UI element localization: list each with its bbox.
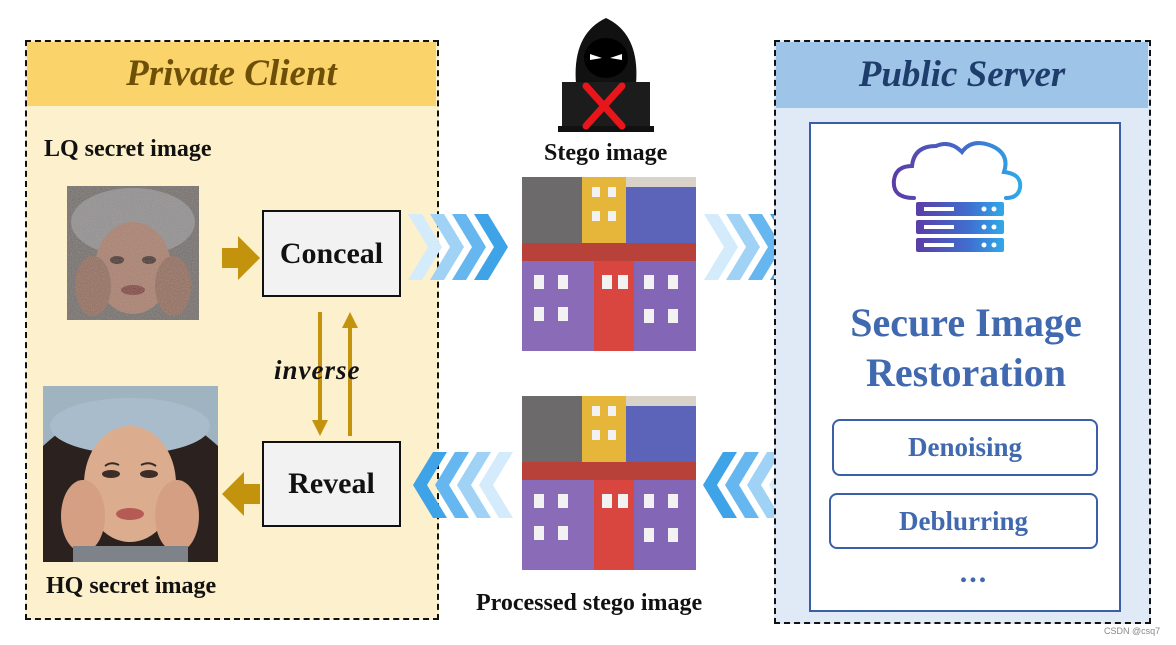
task-denoising: Denoising [832, 419, 1098, 476]
task-deblurring: Deblurring [829, 493, 1098, 549]
lq-secret-image-label: LQ secret image [44, 136, 212, 162]
processed-stego-image [522, 396, 696, 570]
arrow-to-conceal-icon [222, 236, 260, 280]
chevrons-processed-to-client-icon [413, 452, 513, 518]
stego-image [522, 177, 696, 351]
more-tasks-ellipsis: ... [959, 556, 989, 589]
conceal-box: Conceal [262, 210, 401, 297]
inverse-label: inverse [274, 355, 361, 385]
lq-secret-image [67, 186, 199, 320]
secure-image-restoration-title: Secure Image Restoration [816, 298, 1116, 398]
server-header: Public Server [776, 42, 1148, 108]
cloud-server-icon [891, 141, 1023, 266]
restoration-line-1: Secure Image [850, 300, 1082, 345]
client-title: Private Client [126, 53, 337, 94]
chevrons-client-to-stego-icon [408, 214, 508, 280]
processed-stego-image-label: Processed stego image [476, 590, 703, 616]
hq-secret-image-label: HQ secret image [46, 573, 217, 599]
inverse-arrows-icon [312, 312, 358, 436]
client-header: Private Client [27, 42, 436, 106]
reveal-box: Reveal [262, 441, 401, 527]
hq-secret-image [43, 386, 218, 562]
arrow-from-reveal-icon [222, 472, 260, 516]
stego-image-label: Stego image [544, 140, 668, 166]
hacker-icon [558, 18, 654, 132]
server-title: Public Server [858, 54, 1066, 95]
watermark: CSDN @csq7 [1104, 626, 1161, 636]
restoration-line-2: Restoration [866, 350, 1066, 395]
